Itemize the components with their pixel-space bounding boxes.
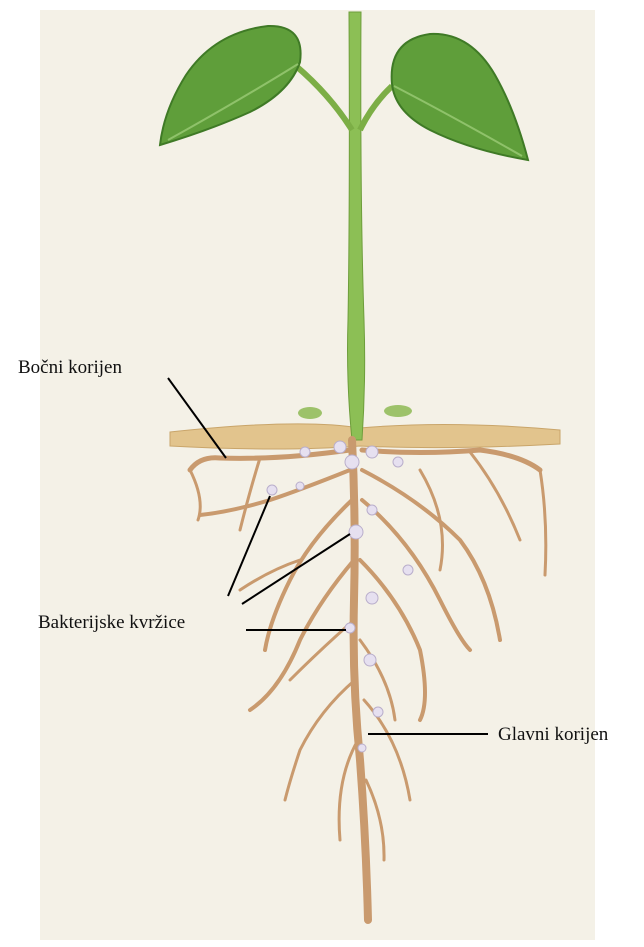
right-leaf	[392, 34, 528, 160]
stem	[348, 12, 365, 440]
label-lateral-root: Bočni korijen	[18, 357, 122, 379]
label-main-root: Glavni korijen	[498, 724, 608, 746]
soil-sprout-left	[298, 407, 322, 419]
soil-surface	[170, 424, 560, 449]
pointer-nodule-2	[242, 534, 350, 604]
soil-sprout-right	[384, 405, 412, 417]
left-petiole	[296, 66, 352, 130]
right-petiole	[360, 86, 392, 130]
left-leaf	[160, 26, 301, 145]
label-bacterial-nodules: Bakterijske kvržice	[38, 612, 185, 634]
